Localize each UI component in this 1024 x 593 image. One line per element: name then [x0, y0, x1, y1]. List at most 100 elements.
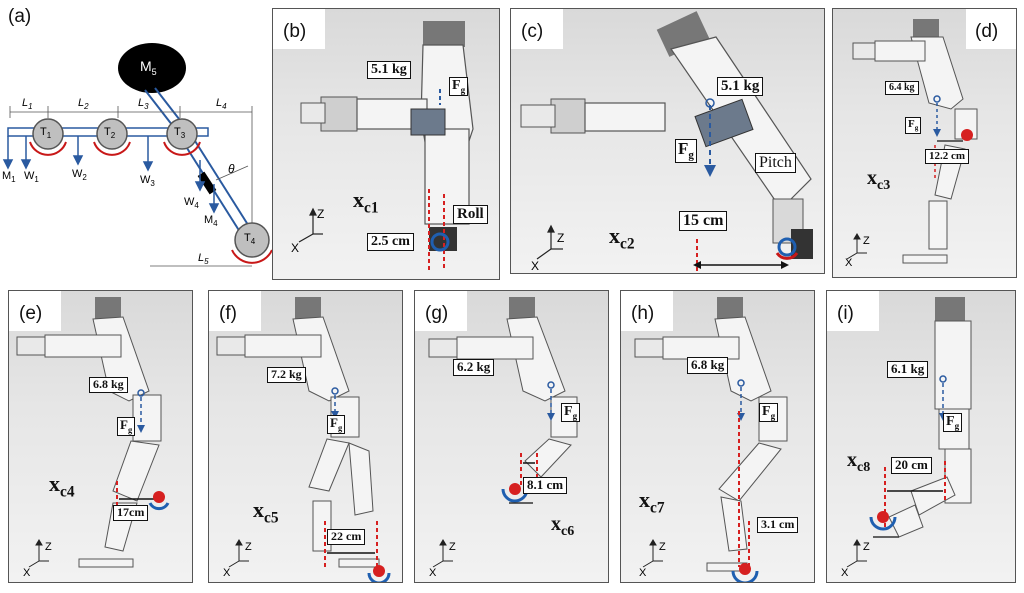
- panel-b-label: (b): [283, 21, 307, 42]
- panel-d-label-box: [966, 9, 1016, 49]
- w3-label: W3: [140, 174, 155, 189]
- l2-label: L2: [78, 97, 89, 112]
- panel-e: (e) 6.8 kg Fg xc4 17cm Z X: [8, 290, 193, 583]
- pitch-label: Pitch: [755, 153, 796, 174]
- fg-label-i: Fg: [943, 413, 963, 432]
- panel-f-label: (f): [219, 303, 237, 324]
- mass-label-c: 5.1 kg: [717, 77, 764, 97]
- robot-figure-h: [634, 297, 788, 582]
- dist-label-e: 17cm: [113, 505, 149, 521]
- panel-c: (c) 5.1 kg Fg Pitch xc2 15 cm Z X: [510, 8, 825, 274]
- l5-label: L5: [198, 252, 209, 267]
- panel-h-label: (h): [631, 303, 655, 324]
- panel-f: (f) 7.2 kg Fg xc5 22 cm Z X: [208, 290, 403, 583]
- fg-label-e: Fg: [117, 417, 136, 436]
- axis-x-c: X: [531, 259, 540, 273]
- fg-label-d: Fg: [905, 117, 922, 135]
- fg-label-c: Fg: [675, 139, 697, 163]
- dist-label-f: 22 cm: [327, 529, 366, 545]
- dist-label-b: 2.5 cm: [367, 233, 414, 252]
- axis-z-i: Z: [863, 541, 870, 553]
- axis-x-d: X: [845, 257, 853, 269]
- t1-label: T1: [40, 126, 52, 141]
- dist-label-h: 3.1 cm: [757, 517, 799, 533]
- robot-figure-d: [846, 19, 978, 264]
- mass-label-g: 6.2 kg: [453, 359, 495, 376]
- panel-e-label-box: [9, 291, 61, 331]
- mass-label-e: 6.8 kg: [89, 377, 128, 393]
- axis-x-b: X: [291, 241, 300, 255]
- l3-label: L3: [138, 97, 149, 112]
- panel-e-label: (e): [19, 303, 43, 324]
- robot-figure-f: [216, 297, 391, 582]
- panel-g-label: (g): [425, 303, 449, 324]
- panel-d-label: (d): [975, 21, 999, 42]
- panel-i-label-box: [827, 291, 879, 331]
- panel-i-label: (i): [837, 303, 854, 324]
- axis-x-e: X: [23, 567, 31, 579]
- panel-a-label: (a): [8, 6, 32, 27]
- panel-d: (d) 6.4 kg Fg 12.2 cm xc3 Z X: [832, 8, 1017, 278]
- axis-z-b: Z: [317, 207, 325, 221]
- axis-z-f: Z: [245, 541, 252, 553]
- panel-a-schematic: (a): [0, 0, 275, 285]
- t3-label: T3: [174, 126, 186, 141]
- panel-b: (b) 5.1 kg Fg xc1 Roll 2.5 cm Z X: [272, 8, 500, 280]
- w2-label: W2: [72, 168, 87, 183]
- xc7-label: xc7: [639, 487, 665, 517]
- panel-i: (i) 6.1 kg Fg xc8 20 cm Z X: [826, 290, 1016, 583]
- w1-label: W1: [24, 170, 39, 185]
- axis-x-h: X: [639, 567, 647, 579]
- dist-label-d: 12.2 cm: [925, 149, 970, 164]
- panel-h-label-box: [621, 291, 673, 331]
- xc2-label: xc2: [609, 223, 635, 253]
- panel-g: (g) 6.2 kg Fg 8.1 cm xc6 Z X: [414, 290, 609, 583]
- axis-x-g: X: [429, 567, 437, 579]
- dist-label-c: 15 cm: [679, 211, 728, 232]
- fg-label-h: Fg: [759, 403, 779, 422]
- xc4-label: xc4: [49, 471, 75, 501]
- schematic-diagram: [2, 43, 273, 267]
- robot-figure-e: [16, 297, 170, 568]
- panel-h: (h) 6.8 kg Fg xc7 3.1 cm Z X: [620, 290, 815, 583]
- m4-label: M4: [204, 214, 218, 229]
- axis-z-e: Z: [45, 541, 52, 553]
- xc8-label: xc8: [847, 449, 871, 475]
- axis-x-i: X: [841, 567, 849, 579]
- w4-label: W4: [184, 196, 199, 211]
- axis-z-d: Z: [863, 235, 870, 247]
- axis-z-g: Z: [449, 541, 456, 553]
- mass-label-h: 6.8 kg: [687, 357, 729, 374]
- xc3-label: xc3: [867, 167, 891, 193]
- panel-c-label: (c): [521, 21, 544, 42]
- roll-label: Roll: [453, 205, 488, 225]
- axis-x-f: X: [223, 567, 231, 579]
- fg-label-g: Fg: [561, 403, 581, 422]
- xc1-label: xc1: [353, 187, 379, 217]
- robot-figure-i: [846, 297, 972, 568]
- mass-label-f: 7.2 kg: [267, 367, 306, 383]
- robot-figure-b: [298, 21, 474, 271]
- robot-figure-g: [428, 297, 578, 568]
- xc5-label: xc5: [253, 497, 279, 527]
- panel-f-label-box: [209, 291, 261, 331]
- panel-b-label-box: [273, 9, 325, 49]
- mass-label-b: 5.1 kg: [367, 61, 411, 80]
- mass-label-d: 6.4 kg: [885, 81, 919, 95]
- axis-z-h: Z: [659, 541, 666, 553]
- mass-label-i: 6.1 kg: [887, 361, 929, 378]
- m1-label: M1: [2, 170, 16, 185]
- xc6-label: xc6: [551, 513, 575, 539]
- m5-label: M5: [140, 58, 157, 77]
- t4-label: T4: [244, 232, 256, 247]
- panel-c-label-box: [511, 9, 563, 49]
- theta-label: θ: [228, 162, 235, 176]
- t2-label: T2: [104, 126, 116, 141]
- dist-label-i: 20 cm: [891, 457, 932, 474]
- l4-label: L4: [216, 97, 227, 112]
- l1-label: L1: [22, 97, 33, 112]
- dist-label-g: 8.1 cm: [523, 477, 568, 494]
- panel-g-label-box: [415, 291, 467, 331]
- axis-z-c: Z: [557, 231, 565, 245]
- fg-label-b: Fg: [449, 77, 469, 96]
